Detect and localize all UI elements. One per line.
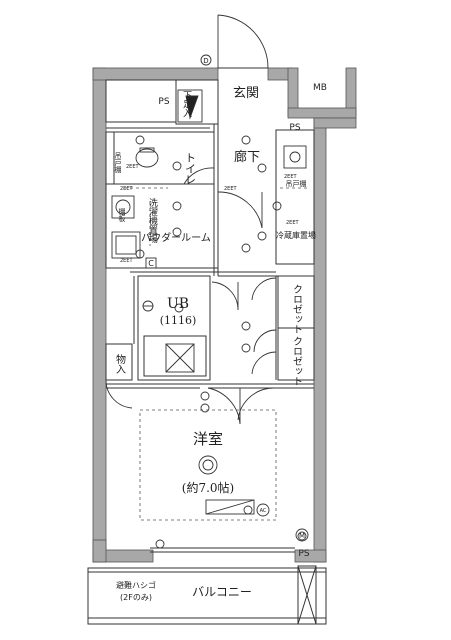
label-tsuritodana-1: 吊戸棚 (114, 152, 122, 174)
label-hinan-note: (2Fのみ) (120, 593, 152, 602)
label-tsuritodana-2: 吊戸棚 (286, 179, 307, 188)
label-mb: MB (313, 83, 327, 93)
label-youshitsu: 洋室 (193, 430, 223, 448)
balcony (87, 565, 327, 625)
symbol-d: D (203, 57, 208, 65)
label-genkan: 玄関 (233, 86, 259, 101)
label-ps-top: PS (158, 97, 169, 107)
label-powder: パウダールーム (141, 231, 211, 244)
label-balcony: バルコニー (192, 585, 252, 599)
label-sentakuki: 洗濯機置場 (147, 197, 158, 244)
outlet-label: 2EET (120, 258, 133, 264)
label-ub: UB (167, 296, 189, 312)
label-closet-1: クロゼット (291, 284, 303, 334)
outlet-label: 2EET (286, 220, 299, 226)
label-tana: 棚板 (118, 207, 126, 223)
interior-walls (105, 79, 315, 389)
label-youshitsu-size: (約7.0帖) (182, 480, 234, 495)
symbol-ac: AC (260, 508, 267, 514)
symbol-m: M (299, 532, 305, 540)
label-monoire: 物入 (114, 353, 126, 374)
label-hinan: 避難ハシゴ (116, 580, 156, 590)
outlet-label: 2EET (224, 186, 237, 192)
outer-walls (92, 67, 357, 563)
symbol-c: C (148, 259, 154, 268)
label-shitasokunyu: 下足入 (181, 91, 192, 118)
doors (105, 14, 295, 553)
label-toilet: トイレ (184, 152, 197, 185)
label-closet-2: クロゼット (291, 336, 303, 386)
label-ub-size: (1116) (160, 314, 197, 327)
outlet-label: 2EET (120, 186, 133, 192)
labels: 玄関 PS 下足入 MB PS トイレ 廊下 吊戸棚 吊戸棚 洗濯機置場 棚板 … (114, 57, 327, 602)
label-rouka: 廊下 (234, 149, 260, 165)
fixtures (111, 54, 309, 549)
outlet-label: 2EET (126, 164, 139, 170)
label-ps-bottom: PS (298, 549, 309, 559)
dashed-lines (124, 187, 310, 521)
outlet-label: 2EET (284, 174, 297, 180)
label-reizoko: 冷蔵庫置場 (276, 230, 316, 240)
label-ps-right: PS (289, 123, 300, 133)
partition-lines (130, 267, 314, 380)
